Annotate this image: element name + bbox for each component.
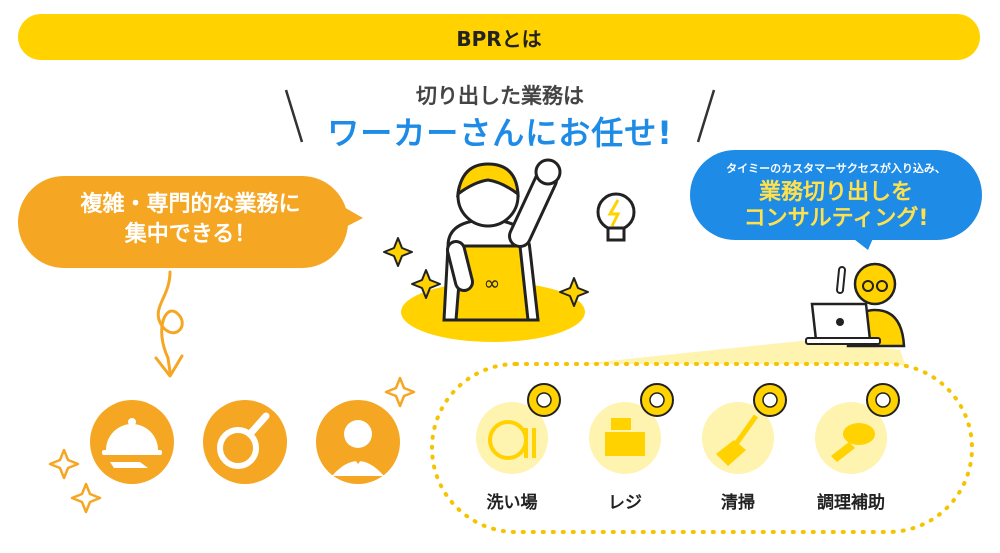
banner-title: BPRとは [456,26,542,51]
left-bubble-text: 複雑・専門的な業務に 集中できる！ [18,190,363,250]
frying-pan-icon [203,400,287,484]
food-prep-icon [815,402,887,474]
task-icons [476,383,900,474]
laptop-icon [805,302,881,345]
right-bubble-line2: コンサルティング! [743,206,929,231]
task-label-washing: 洗い場 [486,493,538,513]
right-bubble-text: 業務切り出しを コンサルティング! [690,180,982,232]
task-label-cooking-assist: 調理補助 [817,493,885,513]
task-label-cleaning: 清掃 [721,493,755,513]
right-bubble-line1: 業務切り出しを [758,180,913,205]
left-bubble-line1: 複雑・専門的な業務に [80,192,301,217]
cloche-icon [90,400,174,484]
worker-illustration: ∞ [383,158,636,342]
headline-main: ワーカーさんにお任せ! [327,114,673,152]
cash-register-icon [589,402,661,474]
waiter-icon [316,400,400,484]
svg-text:∞: ∞ [484,271,501,295]
title-banner: BPRとは [18,14,980,60]
lightbulb-icon [596,192,636,242]
right-speech-bubble [690,150,982,250]
staff-icons-group [48,376,416,514]
left-speech-bubble [18,176,363,268]
headline-slashes [284,89,716,143]
squiggle-arrow-icon [154,270,184,378]
right-bubble-small: タイミーのカスタマーサクセスが入り込み、 [726,162,946,175]
task-label-register: レジ [608,493,642,513]
dishwashing-icon [476,402,548,474]
headline-sub: 切り出した業務は [416,84,584,108]
left-bubble-line2: 集中できる！ [124,222,257,247]
broom-icon [702,402,774,474]
